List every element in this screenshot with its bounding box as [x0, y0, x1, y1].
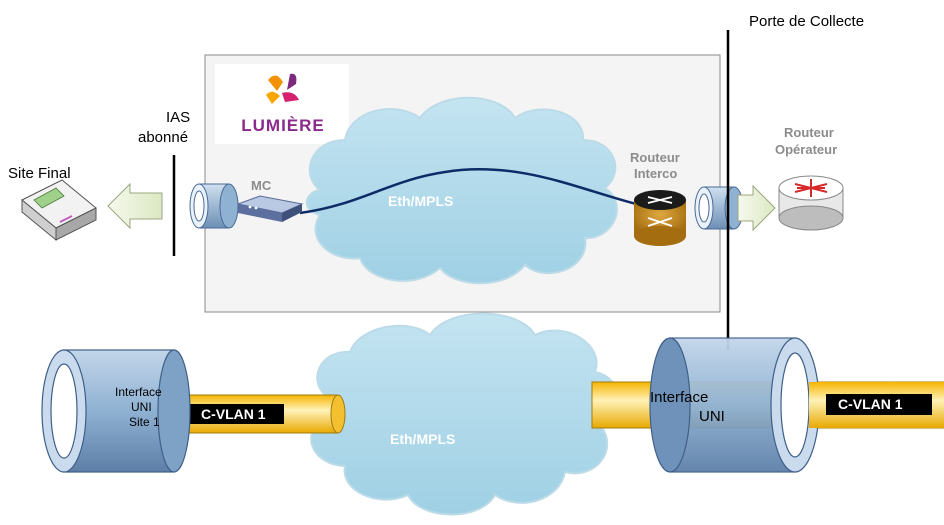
- cvlan-left-label: C-VLAN 1: [201, 406, 266, 422]
- routeur-interco-icon: [634, 190, 686, 246]
- left-uni-interface-cylinder: [41, 349, 191, 473]
- porte-collecte-label: Porte de Collecte: [749, 13, 864, 30]
- cvlan-right-badge: [826, 394, 932, 415]
- logo-text: LUMIÈRE: [241, 116, 325, 135]
- routeur-operateur-icon: [778, 175, 844, 231]
- interface-right-line2: UNI: [699, 408, 725, 425]
- lumiere-logo: LUMIÈRE: [215, 64, 349, 144]
- ias-interface-cylinder-icon: [189, 183, 239, 229]
- routeur-operateur-label-2: Opérateur: [775, 142, 837, 157]
- interface-left-line3: Site 1: [129, 415, 160, 429]
- cvlan-right-label: C-VLAN 1: [838, 396, 903, 412]
- cvlan-left-badge: [190, 404, 284, 424]
- mpls-link: [299, 168, 641, 215]
- interface-left-line2: UNI: [131, 400, 152, 414]
- routeur-operateur-label-1: Routeur: [784, 125, 834, 140]
- interface-left-line1: Interface: [115, 385, 162, 399]
- arrow-to-site-final: [107, 182, 163, 230]
- routeur-interco-label-1: Routeur: [630, 150, 680, 165]
- ias-label-line1: IAS: [166, 109, 190, 126]
- site-final-label: Site Final: [8, 165, 71, 182]
- mc-switch-icon: [236, 195, 304, 222]
- eth-mpls-top-label: Eth/MPLS: [388, 193, 453, 209]
- site-final-device-icon: [21, 179, 97, 242]
- collecte-interface-cylinder-icon: [694, 186, 744, 230]
- interface-right-line1: Interface: [650, 389, 708, 406]
- bottom-cloud: [310, 312, 620, 516]
- mc-label: MC: [251, 178, 272, 193]
- eth-mpls-bottom-label: Eth/MPLS: [390, 431, 455, 447]
- arrow-to-routeur-operateur: [737, 184, 776, 232]
- top-cloud: [305, 96, 618, 285]
- ias-label-line2: abonné: [138, 129, 188, 146]
- routeur-interco-label-2: Interco: [634, 166, 677, 181]
